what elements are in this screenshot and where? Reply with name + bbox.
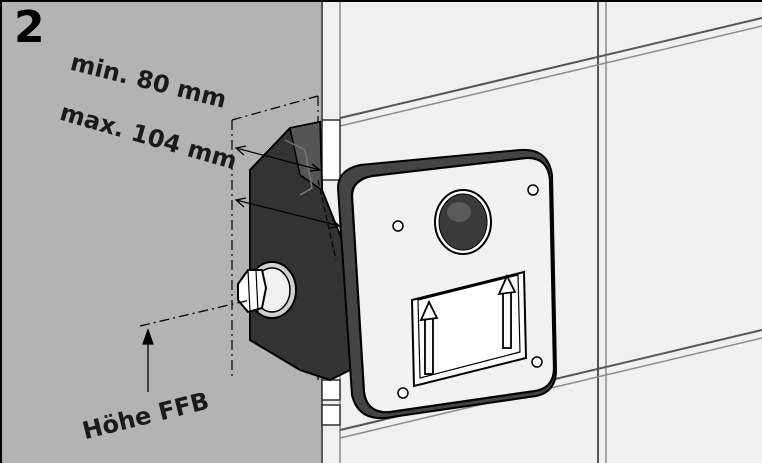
depth-dimensions [234,145,342,261]
step-number: 2 [14,2,45,53]
cover-plate [336,148,558,420]
floor-height-marker [139,299,251,392]
pipe-connection [237,261,297,319]
wall-surface [2,2,322,463]
